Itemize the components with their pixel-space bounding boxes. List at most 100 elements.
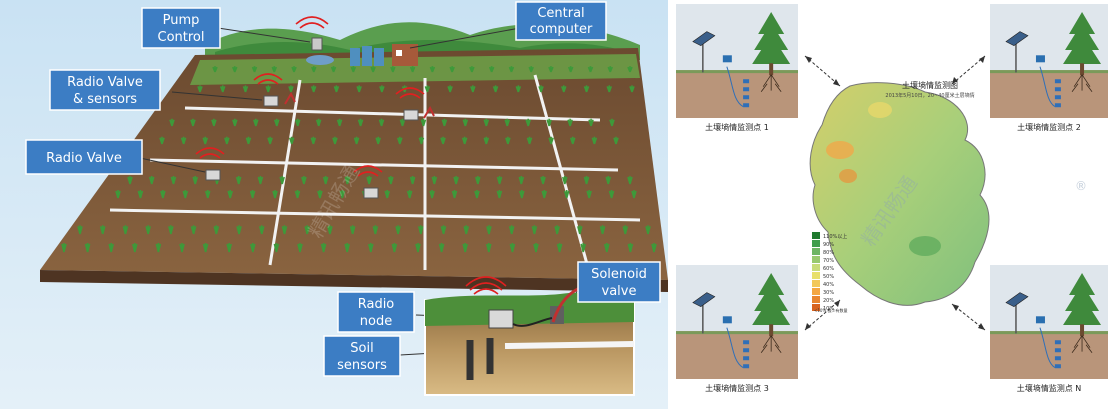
crop-plant	[204, 190, 211, 199]
callout-solenoid-valve: Solenoid valve	[577, 261, 661, 303]
crop-plant	[219, 85, 226, 93]
crop-plant	[122, 225, 129, 235]
legend-label: 30%	[823, 290, 834, 296]
crop-plant	[554, 225, 560, 235]
crop-plant	[250, 242, 256, 253]
crop-plant	[627, 66, 633, 73]
crop-plant	[301, 176, 307, 185]
crop-plant	[336, 118, 343, 127]
crop-plant	[279, 176, 285, 185]
callout-radio-node-line1: Radio	[358, 297, 395, 312]
crop-plant	[190, 118, 196, 127]
crop-plant	[577, 225, 583, 235]
crop-plant	[294, 190, 301, 199]
legend-swatch	[812, 248, 820, 255]
crop-plant	[531, 225, 538, 235]
crop-plant	[288, 136, 295, 145]
roots	[760, 335, 782, 354]
crop-plant	[273, 118, 280, 127]
crop-plant	[462, 118, 469, 127]
callout-radio-valve-line1: Radio Valve	[46, 151, 122, 166]
crop-plant	[350, 66, 357, 73]
crop-plant	[160, 190, 166, 199]
crop-plant	[613, 136, 619, 145]
crop-plant	[509, 242, 516, 253]
callout-soil-sensors-line1: Soil	[350, 341, 373, 356]
callout-pump-control: Pump Control	[141, 7, 221, 49]
crop-plant	[397, 136, 403, 145]
crop-plant	[561, 85, 567, 93]
arrow-heads	[805, 56, 985, 330]
legend-label: 110%以上	[823, 233, 847, 240]
crop-plant	[253, 118, 259, 127]
crop-plant	[474, 190, 480, 199]
crop-plant	[651, 242, 657, 253]
callout-radio-valve-sensors-line2: & sensors	[73, 92, 137, 107]
crop-plant	[197, 85, 203, 93]
crop-plant	[541, 190, 548, 199]
crop-plant	[420, 118, 427, 127]
solar-panel-icon	[1005, 31, 1029, 46]
map-title: 土壤墒情监测图	[902, 80, 958, 90]
crop-plant	[567, 118, 573, 127]
crop-plant	[583, 85, 590, 93]
crop-plant	[349, 225, 356, 235]
legend-swatch	[812, 280, 820, 287]
crop-plant	[569, 136, 576, 145]
solar-panel-icon	[1005, 292, 1029, 307]
crop-plant	[492, 85, 499, 93]
crop-plant	[330, 66, 337, 73]
crop-plant	[271, 66, 278, 73]
crop-plant	[317, 190, 323, 199]
station-panel-3	[676, 265, 798, 379]
legend-label: 40%	[823, 282, 834, 288]
crop-plant	[486, 225, 492, 235]
legend-label: 70%	[823, 258, 834, 264]
crop-plant	[599, 225, 606, 235]
crop-plant	[583, 176, 590, 185]
crop-plant	[629, 85, 635, 93]
crop-plant	[159, 136, 165, 145]
crop-plant	[488, 66, 495, 73]
crop-plant	[431, 176, 438, 185]
legend-label: 10%	[823, 306, 834, 312]
crop-plant	[429, 190, 435, 199]
crop-plant	[226, 242, 232, 253]
crop-plant	[180, 136, 187, 145]
station-panel-4	[990, 265, 1108, 379]
crop-plant	[505, 136, 511, 145]
crop-plant	[608, 190, 615, 199]
crop-plant	[294, 118, 301, 127]
crop-plant	[548, 136, 554, 145]
data-logger-icon	[722, 316, 732, 324]
crop-plant	[388, 176, 394, 185]
callout-pump-control-line2: Control	[158, 30, 205, 45]
callout-radio-node-line2: node	[360, 314, 392, 329]
crop-plant	[588, 118, 594, 127]
map-hotspots	[826, 102, 941, 256]
station-label-1: 土壤墒情监测点 1	[705, 122, 769, 132]
province-map	[809, 82, 990, 306]
crop-plant	[202, 136, 209, 145]
crop-plant	[368, 242, 374, 253]
crop-plant	[169, 118, 175, 127]
right-panel: 土壤墒情监测图 2013年5月10日，20~40厘米土层墒情 110%以上90%…	[672, 0, 1111, 409]
registered-mark: ®	[1075, 179, 1087, 193]
crop-plant	[515, 85, 522, 93]
crop-plant	[567, 66, 574, 73]
crop-plant	[127, 176, 133, 185]
tree-icon	[752, 273, 791, 325]
crop-plant	[236, 225, 242, 235]
crop-plant	[344, 176, 351, 185]
crop-plant	[356, 85, 362, 93]
crop-plant	[587, 66, 594, 73]
crop-plant	[441, 118, 448, 127]
crop-plant	[192, 176, 198, 185]
crop-plant	[245, 136, 252, 145]
crop-plant	[451, 190, 458, 199]
tree-icon	[1063, 12, 1102, 64]
crop-plant	[526, 136, 533, 145]
crop-plant	[168, 225, 174, 235]
